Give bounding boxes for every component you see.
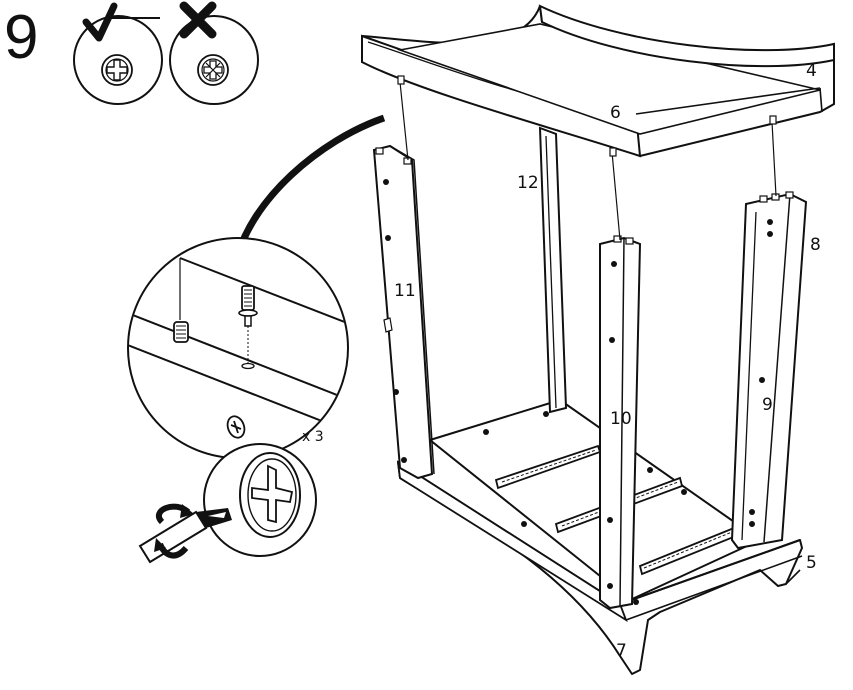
wrong-screw-indicator: [169, 1, 259, 105]
cross-icon: [179, 1, 217, 39]
part-label-8: 8: [810, 235, 821, 255]
detail-magnifier: [127, 237, 349, 459]
pozidriv-screw-icon: [197, 54, 229, 86]
part-label-10: 10: [610, 409, 632, 429]
checkmark-icon: [82, 2, 160, 42]
part-label-7: 7: [616, 641, 627, 661]
guide-line: [611, 151, 621, 241]
part-label-12: 12: [517, 173, 539, 193]
part-label-5: 5: [806, 553, 817, 573]
rotate-arrow-icon: [154, 503, 194, 559]
phillips-screw-icon: [101, 54, 133, 86]
phillips-screw-icon: [239, 452, 301, 538]
guide-line: [399, 81, 409, 161]
guide-line: [771, 121, 777, 197]
correct-screw-indicator: [73, 2, 163, 105]
quantity-label: x 3: [302, 429, 324, 445]
side-panel-right: [730, 192, 808, 550]
top-tray: [361, 4, 835, 158]
bottom-shelf: [427, 398, 762, 602]
part-label-9: 9: [762, 395, 773, 415]
cam-bolt-icon: [238, 285, 258, 370]
screw-drive-detail: [203, 443, 317, 557]
step-number: 9: [4, 3, 38, 72]
wooden-dowel-icon: [173, 321, 189, 343]
small-screw-icon: [226, 415, 246, 439]
part-label-11: 11: [394, 281, 416, 301]
part-label-4: 4: [806, 61, 817, 81]
changing-table-assembly: [361, 4, 835, 675]
part-label-6: 6: [610, 103, 621, 123]
back-panel: [538, 126, 568, 414]
